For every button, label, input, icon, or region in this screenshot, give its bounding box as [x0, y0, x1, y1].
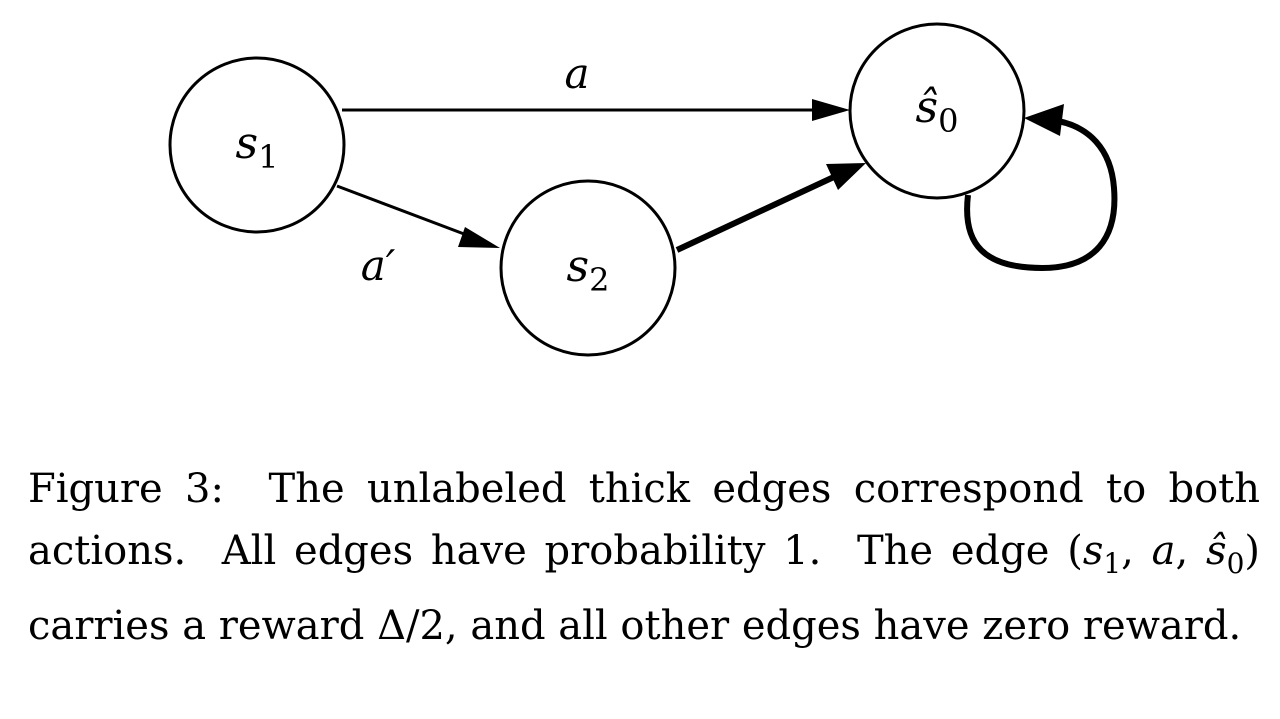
caption-sentence-2: All edges have probability 1.: [221, 528, 822, 574]
caption-edge-tuple: (s1, a, ŝ0): [1067, 528, 1260, 580]
node-s0hat: ŝ0: [848, 22, 1026, 200]
caption-sentence-3-prefix: The edge: [856, 528, 1050, 574]
mdp-diagram: a a′ s1 s2 ŝ0: [168, 22, 1118, 357]
node-s2: s2: [499, 179, 677, 357]
node-s1-label: s1: [236, 118, 279, 176]
caption-sentence-1: The unlabeled thick edges correspond to …: [28, 466, 1260, 574]
caption-figure-label: Figure 3:: [28, 466, 224, 512]
edge-label-a: a: [564, 49, 589, 98]
node-s1: s1: [168, 56, 346, 234]
caption-reward-value: Δ/2,: [377, 603, 458, 649]
node-s2-label: s2: [567, 241, 610, 299]
edge-s0hat-self-loop: [964, 104, 1118, 272]
arrowhead-s2-to-s0hat: [826, 163, 866, 190]
node-s0hat-label: ŝ0: [916, 82, 959, 140]
edge-s2-to-s0hat: [675, 163, 866, 253]
caption-sentence-3-mid: carries a reward: [28, 603, 365, 649]
edge-s1-to-s0hat: a: [342, 49, 850, 121]
figure-caption: Figure 3: The unlabeled thick edges corr…: [28, 458, 1260, 657]
arrowhead-s1-to-s2: [458, 227, 500, 248]
arrowhead-s1-to-s0hat: [812, 99, 850, 121]
arrowhead-self-loop: [1024, 104, 1064, 136]
caption-sentence-3-suffix: and all other edges have zero reward.: [470, 603, 1242, 649]
edge-label-a-prime: a′: [361, 241, 396, 290]
edge-s1-to-s2: a′: [336, 184, 500, 290]
